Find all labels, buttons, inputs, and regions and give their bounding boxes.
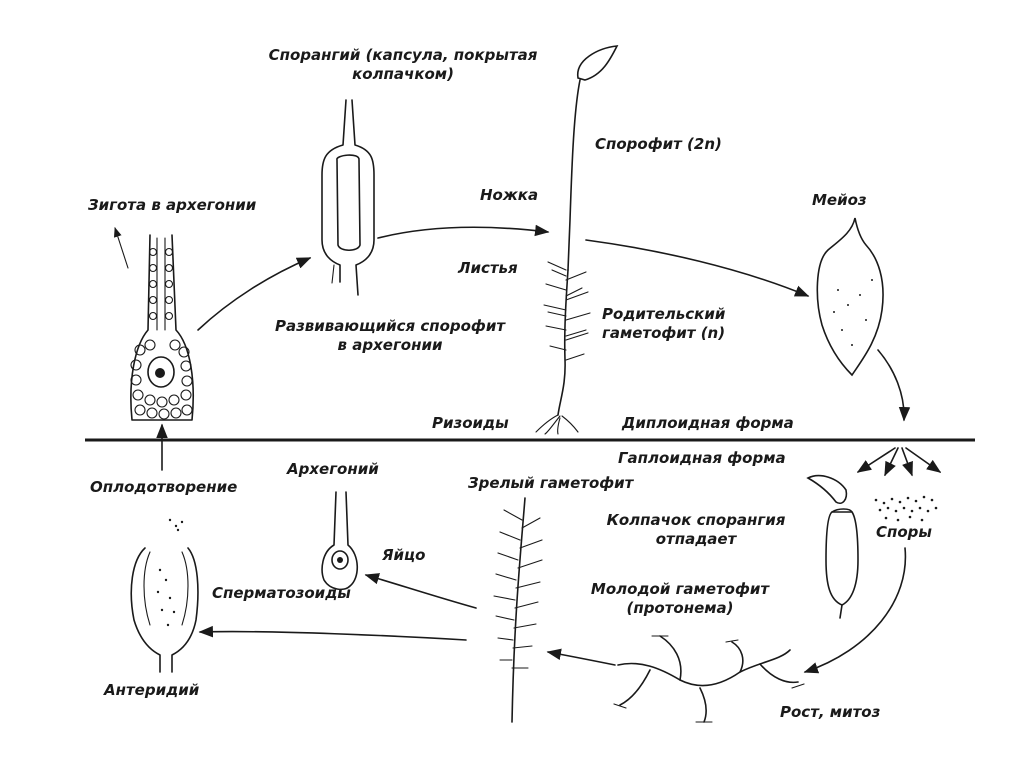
label-spores: Споры xyxy=(876,523,932,541)
developing-sporophyte-drawing xyxy=(321,99,375,296)
label-zygote: Зигота в архегонии xyxy=(88,196,257,214)
sporophyte-on-gametophyte-drawing xyxy=(535,45,619,435)
label-leaves: Листья xyxy=(458,259,518,277)
label-haploid-form: Гаплоидная форма xyxy=(618,449,786,467)
mature-gametophyte-drawing xyxy=(493,497,543,723)
label-developing-sporophyte: Развивающийся спорофит в архегонии xyxy=(240,317,540,355)
label-young-gametophyte-line2: (протонема) xyxy=(626,599,734,617)
label-growth-mitosis: Рост, митоз xyxy=(780,703,881,721)
label-calyptra-line1: Колпачок спорангия xyxy=(606,511,786,529)
label-rhizoids: Ризоиды xyxy=(432,414,509,432)
label-young-gametophyte: Молодой гаметофит (протонема) xyxy=(560,580,800,618)
label-sporangium: Спорангий (капсула, покрытая колпачком) xyxy=(228,46,578,84)
label-parent-gametophyte-line2: гаметофит (n) xyxy=(602,324,726,342)
label-sperm: Сперматозоиды xyxy=(212,584,351,602)
label-diploid-form: Диплоидная форма xyxy=(622,414,794,432)
label-parent-gametophyte-line1: Родительский xyxy=(602,305,726,323)
label-calyptra-line2: отпадает xyxy=(655,530,737,548)
meiosis-capsule-drawing xyxy=(816,217,884,377)
label-meiosis: Мейоз xyxy=(812,191,867,209)
label-sporangium-line2: колпачком) xyxy=(352,65,454,83)
label-parent-gametophyte: Родительский гаметофит (n) xyxy=(602,305,725,343)
label-young-gametophyte-line1: Молодой гаметофит xyxy=(590,580,770,598)
zygote-in-archegonium-drawing xyxy=(130,234,195,421)
label-developing-sporophyte-line2: в архегонии xyxy=(337,336,443,354)
label-mature-gametophyte: Зрелый гаметофит xyxy=(468,474,634,492)
spores-dots xyxy=(874,495,938,522)
antheridium-drawing xyxy=(130,518,199,673)
cycle-arrows xyxy=(156,224,942,674)
protonema-drawing xyxy=(613,635,805,723)
label-egg: Яйцо xyxy=(382,546,426,564)
calyptra-falling-drawing xyxy=(806,474,859,619)
label-antheridium: Антеридий xyxy=(104,681,200,699)
label-sporangium-line1: Спорангий (капсула, покрытая xyxy=(268,46,538,64)
label-calyptra: Колпачок спорангия отпадает xyxy=(586,511,806,549)
label-stalk: Ножка xyxy=(480,186,539,204)
label-fertilization: Оплодотворение xyxy=(90,478,238,496)
label-sporophyte: Спорофит (2n) xyxy=(595,135,722,153)
archegonium-drawing xyxy=(321,491,359,591)
label-developing-sporophyte-line1: Развивающийся спорофит xyxy=(274,317,506,335)
label-archegonium: Архегоний xyxy=(287,460,379,478)
